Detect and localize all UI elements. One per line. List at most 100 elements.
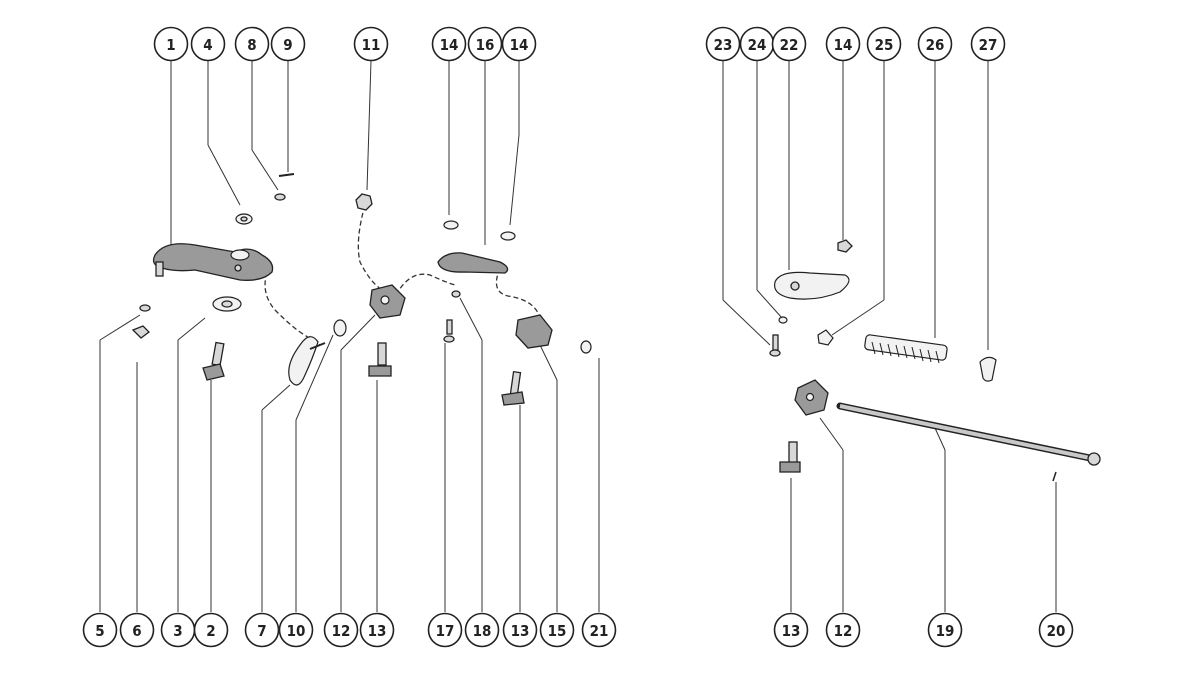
- callout-circle: [278, 612, 314, 648]
- callout-number: 7: [257, 622, 266, 640]
- callout-bottom-left-6: 12: [323, 612, 359, 648]
- callout-number: 4: [203, 36, 212, 54]
- callout-number: 27: [979, 36, 998, 54]
- callout-bottom-left-12: 21: [581, 612, 617, 648]
- throttle-arm-part: [152, 243, 274, 281]
- callout-circle: [427, 612, 463, 648]
- spring-part: [864, 334, 948, 364]
- callout-top-right-0: 23: [705, 26, 741, 62]
- callout-circle: [467, 26, 503, 62]
- left-assembly: [131, 173, 592, 406]
- callout-bottom-left-7: 13: [359, 612, 395, 648]
- callout-top-left-3: 9: [270, 26, 306, 62]
- callout-top-right-6: 27: [970, 26, 1006, 62]
- callout-bottom-left-5: 10: [278, 612, 314, 648]
- callout-number: 8: [247, 36, 256, 54]
- callout-circle: [244, 612, 280, 648]
- callout-top-right-1: 24: [739, 26, 775, 62]
- callout-bottom-right-3: 20: [1038, 612, 1074, 648]
- callout-number: 20: [1047, 622, 1066, 640]
- callout-circle: [119, 612, 155, 648]
- callout-number: 14: [834, 36, 853, 54]
- callout-circle: [193, 612, 229, 648]
- leader-lines: [99, 60, 1057, 612]
- callout-bottom-right-2: 19: [927, 612, 963, 648]
- callout-number: 12: [834, 622, 853, 640]
- callout-circle: [431, 26, 467, 62]
- callout-circle: [1038, 612, 1074, 648]
- callout-circle: [502, 612, 538, 648]
- callout-number: 17: [436, 622, 455, 640]
- callout-number: 24: [748, 36, 767, 54]
- callout-circle: [927, 612, 963, 648]
- plate-part: [437, 252, 509, 274]
- callout-number: 23: [714, 36, 733, 54]
- callout-number: 22: [780, 36, 799, 54]
- callout-bottom-left-4: 7: [244, 612, 280, 648]
- callout-number: 10: [287, 622, 306, 640]
- callout-number: 5: [95, 622, 104, 640]
- callout-circle: [970, 26, 1006, 62]
- callout-circle: [705, 26, 741, 62]
- callout-top-left-0: 1: [153, 26, 189, 62]
- callout-circle: [234, 26, 270, 62]
- callout-circle: [825, 26, 861, 62]
- callout-circle: [917, 26, 953, 62]
- callout-number: 25: [875, 36, 894, 54]
- callout-bottom-left-10: 13: [502, 612, 538, 648]
- callout-bottom-left-1: 6: [119, 612, 155, 648]
- callout-bottom-left-9: 18: [464, 612, 500, 648]
- callout-circle: [581, 612, 617, 648]
- callout-bottom-right-1: 12: [825, 612, 861, 648]
- callout-top-left-7: 14: [501, 26, 537, 62]
- callout-top-right-4: 25: [866, 26, 902, 62]
- callout-number: 13: [511, 622, 530, 640]
- callout-number: 3: [173, 622, 182, 640]
- callout-number: 1: [166, 36, 175, 54]
- callout-circle: [359, 612, 395, 648]
- callout-number: 9: [283, 36, 292, 54]
- callout-top-left-1: 4: [190, 26, 226, 62]
- callout-circle: [866, 26, 902, 62]
- callout-number: 15: [548, 622, 567, 640]
- callout-circle: [270, 26, 306, 62]
- callout-circle: [501, 26, 537, 62]
- callout-number: 21: [590, 622, 609, 640]
- callout-number: 12: [332, 622, 351, 640]
- assembly-paths: [264, 204, 541, 346]
- callout-top-left-4: 11: [353, 26, 389, 62]
- callout-number: 13: [782, 622, 801, 640]
- callout-circle: [773, 612, 809, 648]
- callout-top-right-3: 14: [825, 26, 861, 62]
- right-assembly: [769, 239, 1101, 482]
- callout-number: 14: [440, 36, 459, 54]
- callout-number: 18: [473, 622, 492, 640]
- callout-circle: [82, 612, 118, 648]
- callout-bottom-right-0: 13: [773, 612, 809, 648]
- clip-part: [288, 336, 319, 386]
- callout-circle: [464, 612, 500, 648]
- callout-number: 6: [132, 622, 141, 640]
- callout-top-right-5: 26: [917, 26, 953, 62]
- callout-top-left-6: 16: [467, 26, 503, 62]
- callout-bottom-left-11: 15: [539, 612, 575, 648]
- callout-number: 16: [476, 36, 495, 54]
- callout-top-left-2: 8: [234, 26, 270, 62]
- callout-circle: [771, 26, 807, 62]
- callout-number: 26: [926, 36, 945, 54]
- callout-bottom-left-3: 2: [193, 612, 229, 648]
- cam-plate-part: [773, 271, 850, 300]
- callout-circle: [190, 26, 226, 62]
- callout-number: 11: [362, 36, 381, 54]
- callout-circle: [353, 26, 389, 62]
- callout-top-right-2: 22: [771, 26, 807, 62]
- callout-bottom-left-0: 5: [82, 612, 118, 648]
- callout-bottom-left-8: 17: [427, 612, 463, 648]
- callout-number: 13: [368, 622, 387, 640]
- callout-top-left-5: 14: [431, 26, 467, 62]
- callout-bottom-left-2: 3: [160, 612, 196, 648]
- callout-circle: [539, 612, 575, 648]
- callout-circle: [153, 26, 189, 62]
- callout-circle: [323, 612, 359, 648]
